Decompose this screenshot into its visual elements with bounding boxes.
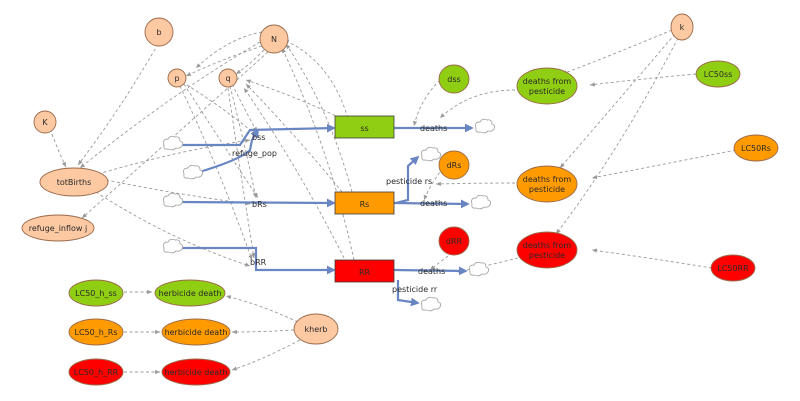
var-lc50-h-rr-label: LC50_h_RR [74, 368, 119, 377]
cloud-icon [163, 192, 184, 208]
var-herb-death-rs-label: herbicide death [165, 328, 228, 337]
var-n[interactable]: N [259, 24, 289, 54]
cloud-icon [471, 194, 492, 210]
var-herb-death-rr-label: herbicide death [165, 368, 228, 377]
var-totbirths[interactable]: totBirths [39, 167, 109, 197]
var-refuge-inflow-label: refuge_inflow j [29, 224, 87, 233]
var-deaths-pest-rr-line1: deaths from [523, 241, 572, 250]
flow-deaths-ss-label: deaths [420, 124, 447, 133]
cloud-icon [163, 135, 184, 151]
var-p-label: p [174, 74, 179, 83]
var-dss-label: dss [447, 75, 460, 84]
var-lc50rr-label: LC50RR [717, 264, 749, 273]
var-kherb[interactable]: kherb [293, 313, 339, 345]
var-n-label: N [271, 35, 277, 44]
cloud-icon [475, 118, 496, 134]
flow-labels: bss refuge_pop bRs bRR deaths pesticide … [232, 124, 447, 294]
var-deaths-pest-ss-line2: pesticide [529, 87, 565, 96]
flow-deaths-rr-label: deaths [418, 267, 445, 276]
var-kherb-label: kherb [305, 325, 328, 334]
var-lc50-h-rr[interactable]: LC50_h_RR [68, 358, 124, 386]
var-deaths-pest-rs-line1: deaths from [523, 175, 572, 184]
flow-brs-label: bRs [252, 200, 267, 209]
var-q[interactable]: q [218, 68, 238, 88]
var-p[interactable]: p [167, 68, 187, 88]
var-k-right-label: k [680, 23, 685, 32]
var-deaths-pest-rr[interactable]: deaths from pesticide [516, 231, 578, 269]
stock-rr[interactable]: RR [334, 259, 395, 283]
cloud-icon [163, 238, 184, 254]
var-totbirths-label: totBirths [57, 178, 92, 187]
var-q-label: q [225, 74, 230, 83]
var-lc50rs[interactable]: LC50Rs [733, 134, 779, 162]
var-lc50ss-label: LC50ss [704, 70, 733, 79]
stock-rs-label: Rs [360, 200, 370, 209]
stock-ss-label: ss [360, 124, 368, 133]
var-deaths-pest-rs-line2: pesticide [529, 185, 565, 194]
var-deaths-pest-ss[interactable]: deaths from pesticide [516, 67, 578, 105]
flow-pesticide-rs-label: pesticide rs [386, 177, 432, 186]
var-refuge-inflow[interactable]: refuge_inflow j [21, 214, 95, 242]
flow-deaths-rs-label: deaths [420, 199, 447, 208]
flow-brr-label: bRR [250, 258, 267, 267]
flow-bss-label: bss [252, 133, 265, 142]
cloud-icon [469, 261, 490, 277]
var-drs[interactable]: dRs [438, 150, 470, 180]
var-dss[interactable]: dss [438, 64, 470, 94]
var-k-left[interactable]: K [33, 110, 57, 134]
var-lc50rs-label: LC50Rs [741, 144, 771, 153]
var-lc50-h-rs-label: LC50_h_Rs [74, 328, 117, 337]
var-lc50-h-rs[interactable]: LC50_h_Rs [68, 318, 124, 346]
flow-refuge-pop-label: refuge_pop [232, 149, 277, 158]
stock-ss[interactable]: ss [334, 115, 395, 139]
var-lc50ss[interactable]: LC50ss [695, 60, 741, 88]
var-drr[interactable]: dRR [438, 226, 470, 256]
var-deaths-pest-rr-line2: pesticide [529, 251, 565, 260]
cloud-icon [183, 164, 204, 180]
var-lc50-h-ss-label: LC50_h_ss [75, 289, 117, 298]
var-herb-death-rr[interactable]: herbicide death [161, 358, 231, 386]
var-drs-label: dRs [447, 161, 462, 170]
var-herb-death-ss[interactable]: herbicide death [154, 279, 226, 307]
stock-rs[interactable]: Rs [334, 191, 395, 215]
var-lc50-h-ss[interactable]: LC50_h_ss [68, 279, 124, 307]
var-drr-label: dRR [446, 237, 463, 246]
var-herb-death-ss-label: herbicide death [159, 289, 222, 298]
cloud-icon [421, 296, 442, 312]
var-deaths-pest-ss-line1: deaths from [523, 77, 572, 86]
flow-pipes [177, 123, 474, 307]
cloud-icon [421, 146, 442, 162]
var-b-label: b [156, 28, 161, 37]
var-herb-death-rs[interactable]: herbicide death [161, 318, 231, 346]
flow-pesticide-rr-label: pesticide rr [392, 285, 438, 294]
var-lc50rr[interactable]: LC50RR [710, 254, 756, 282]
var-b[interactable]: b [144, 17, 174, 47]
var-k-right[interactable]: k [670, 13, 694, 41]
stock-rr-label: RR [359, 268, 371, 277]
var-k-left-label: K [42, 118, 48, 127]
clouds [163, 118, 496, 312]
variables: b K N p q totBirths refuge_inflow j ds [21, 13, 779, 386]
var-deaths-pest-rs[interactable]: deaths from pesticide [516, 165, 578, 203]
